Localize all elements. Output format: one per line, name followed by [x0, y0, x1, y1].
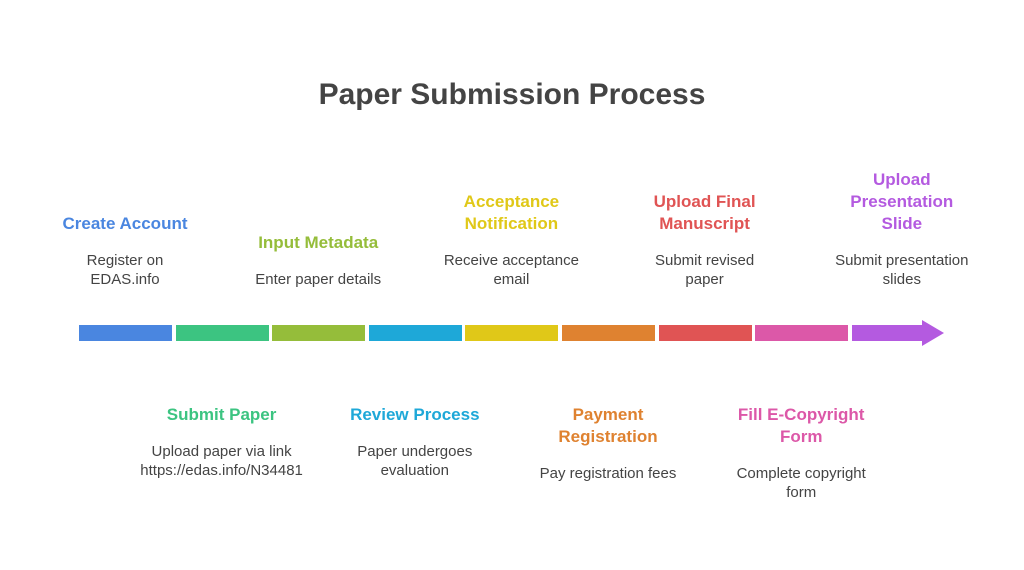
step-description: Pay registration fees	[539, 465, 677, 482]
step-title: Submit Paper	[166, 405, 277, 424]
arrowhead-icon	[921, 320, 944, 346]
timeline-segment-upload-presentation-slide	[851, 325, 922, 341]
step-title: Create Account	[62, 214, 188, 233]
step-description: Enter paper details	[255, 271, 382, 288]
timeline-segment-fill-e-copyright-form	[755, 325, 849, 341]
step-title: Input Metadata	[258, 233, 379, 252]
step-title: Review Process	[350, 405, 480, 424]
timeline-segment-submit-paper	[175, 325, 269, 341]
timeline-segment-payment-registration	[562, 325, 655, 341]
timeline-segment-review-process	[368, 325, 462, 341]
timeline-segment-create-account	[79, 325, 172, 341]
timeline-segment-upload-final-manuscript	[658, 325, 752, 341]
diagram-title: Paper Submission Process	[318, 78, 706, 111]
timeline-segment-acceptance-notification	[465, 325, 559, 341]
timeline-segment-input-metadata	[272, 325, 366, 341]
